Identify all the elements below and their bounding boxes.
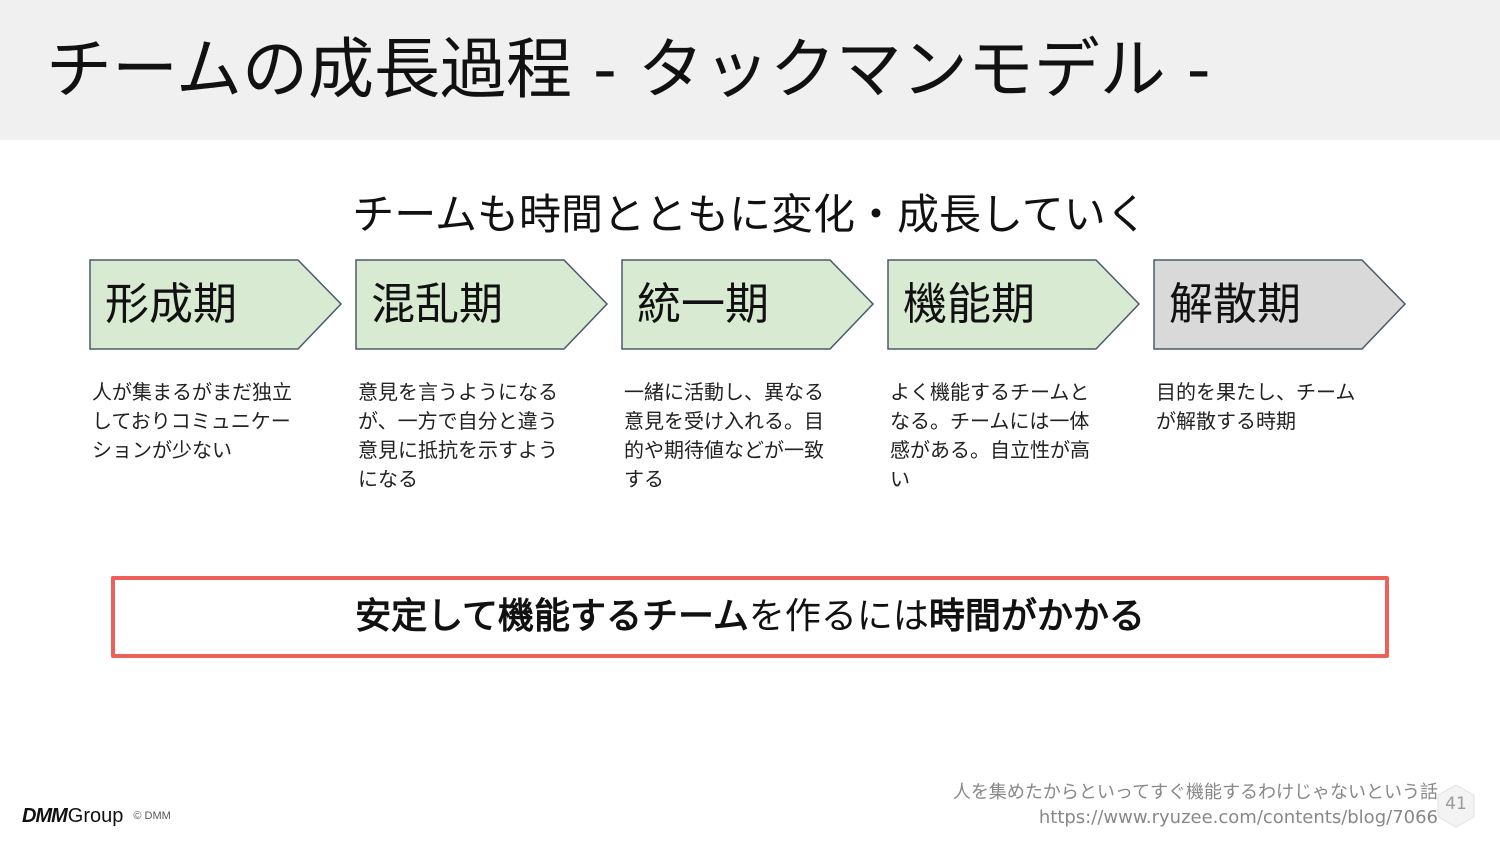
logo-dmm-text: DMM [22,804,68,827]
title-bar [0,0,1500,140]
callout-emphasis: 安定して機能するチーム [355,596,749,637]
logo-group-text: Group [67,804,124,827]
page-number-badge: 41 [1436,784,1476,828]
company-logo: DMM Group © DMM [22,803,171,829]
stage-storming: 混乱期 [355,259,609,351]
stage-description: 一緒に活動し、異なる意見を受け入れる。目的や期待値などが一致する [624,380,824,491]
stage-arrow-shape [355,259,609,350]
stage-label: 機能期 [903,279,1035,330]
source-title: 人を集めたからといってすぐ機能するわけじゃないという話 [952,782,1438,803]
stage-label: 形成期 [105,279,237,330]
stage-label: 混乱期 [371,279,503,330]
source-citation: 人を集めたからといってすぐ機能するわけじゃないという話 https://www.… [953,780,1438,830]
source-url[interactable]: https://www.ryuzee.com/contents/blog/706… [1038,807,1438,828]
stage-description: 意見を言うようになるが、一方で自分と違う意見に抵抗を示すようになる [358,380,558,491]
stage-description: よく機能するチームとなる。チームには一体感がある。自立性が高い [890,380,1090,491]
stage-description: 人が集まるがまだ独立しておりコミュニケーションが少ない [92,380,292,462]
stage-arrow-shape [1153,259,1407,350]
hexagon-icon [1437,784,1475,828]
copyright: © DMM [133,810,171,822]
stage-adjourning: 解散期 [1153,259,1407,351]
slide-subtitle: チームも時間とともに変化・成長していく [352,190,1148,239]
stage-norming: 統一期 [621,259,875,351]
stage-description: 目的を果たし、チームが解散する時期 [1156,380,1356,433]
stage-label: 解散期 [1169,279,1301,330]
key-message-callout: 安定して機能するチームを作るには時間がかかる [111,576,1389,658]
stage-label: 統一期 [637,279,769,330]
callout-text: を作るには [748,596,929,637]
stage-arrow-shape [89,259,343,350]
stage-arrow-shape [887,259,1141,350]
stage-forming: 形成期 [89,259,343,351]
page-number: 41 [1445,794,1467,814]
stage-arrow-shape [621,259,875,350]
stage-performing: 機能期 [887,259,1141,351]
callout-emphasis: 時間がかかる [928,596,1145,637]
slide-title: チームの成長過程 - タックマンモデル - [46,31,1211,108]
